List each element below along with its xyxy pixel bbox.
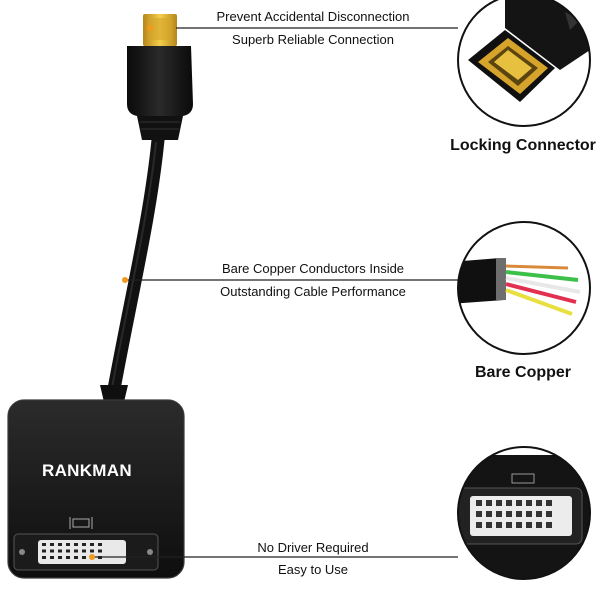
dvi-pin	[526, 511, 532, 517]
callout-lines	[89, 25, 458, 560]
feature-3-line-2: Easy to Use	[277, 562, 349, 577]
dvi-pin	[74, 543, 78, 546]
dvi-pin	[74, 556, 78, 559]
dvi-pin	[58, 549, 62, 553]
dvi-pin	[516, 500, 522, 506]
copper-cable-cross-section-icon	[457, 221, 591, 355]
feature-1-title: Locking Connector	[450, 137, 596, 154]
dvi-pin	[66, 556, 70, 559]
dvi-pin	[50, 543, 54, 546]
dvi-pin	[82, 549, 86, 553]
dvi-pin	[516, 522, 522, 528]
dvi-pin	[66, 543, 70, 546]
dvi-pin	[74, 549, 78, 553]
dvi-pin	[90, 543, 94, 546]
cable	[105, 133, 165, 407]
dvi-pin	[98, 543, 102, 546]
marker-2	[122, 277, 128, 283]
displayport-plug-closeup-icon	[457, 0, 591, 127]
dvi-pin	[486, 522, 492, 528]
dvi-adapter-body	[7, 385, 185, 579]
dvi-pin	[496, 511, 502, 517]
dvi-pin	[536, 522, 542, 528]
dvi-pin	[42, 556, 46, 559]
dvi-pin	[506, 500, 512, 506]
dvi-pin	[66, 549, 70, 553]
dvi-pin	[486, 511, 492, 517]
dvi-pin	[506, 522, 512, 528]
feature-3-line-1: No Driver Required	[257, 540, 369, 555]
dvi-pin	[476, 522, 482, 528]
dvi-pin	[476, 511, 482, 517]
dvi-pin	[90, 549, 94, 553]
dvi-pin	[476, 500, 482, 506]
marker-3	[89, 554, 95, 560]
dvi-pin	[496, 500, 502, 506]
dvi-pin	[42, 549, 46, 553]
dvi-pin	[536, 511, 542, 517]
dvi-pin	[546, 522, 552, 528]
feature-2-title: Bare Copper	[474, 364, 572, 381]
feature-1-line-2: Superb Reliable Connection	[232, 32, 394, 47]
dvi-port-closeup-icon	[457, 446, 591, 580]
dvi-pin	[42, 543, 46, 546]
dvi-icon	[69, 517, 93, 529]
dvi-pin	[58, 556, 62, 559]
marker-1	[147, 25, 153, 31]
dvi-pin	[98, 549, 102, 553]
dvi-pin	[82, 556, 86, 559]
feature-2-line-2: Outstanding Cable Performance	[220, 284, 406, 299]
dvi-port	[13, 533, 159, 571]
dvi-pin	[536, 500, 542, 506]
dvi-pin	[506, 511, 512, 517]
dvi-pin	[58, 543, 62, 546]
displayport-plug	[127, 14, 193, 140]
dvi-pin	[82, 543, 86, 546]
plug-housing	[127, 46, 193, 116]
dvi-pin	[546, 511, 552, 517]
dvi-pin	[50, 556, 54, 559]
dvi-pin	[526, 500, 532, 506]
dvi-pin	[526, 522, 532, 528]
feature-2-line-1: Bare Copper Conductors Inside	[221, 261, 405, 276]
dvi-pin	[546, 500, 552, 506]
feature-1-line-1: Prevent Accidental Disconnection	[216, 9, 410, 24]
dvi-pin	[50, 549, 54, 553]
dvi-pin	[486, 500, 492, 506]
dvi-pin	[496, 522, 502, 528]
brand-logo: RANKMAN	[42, 461, 132, 480]
dvi-pin	[516, 511, 522, 517]
